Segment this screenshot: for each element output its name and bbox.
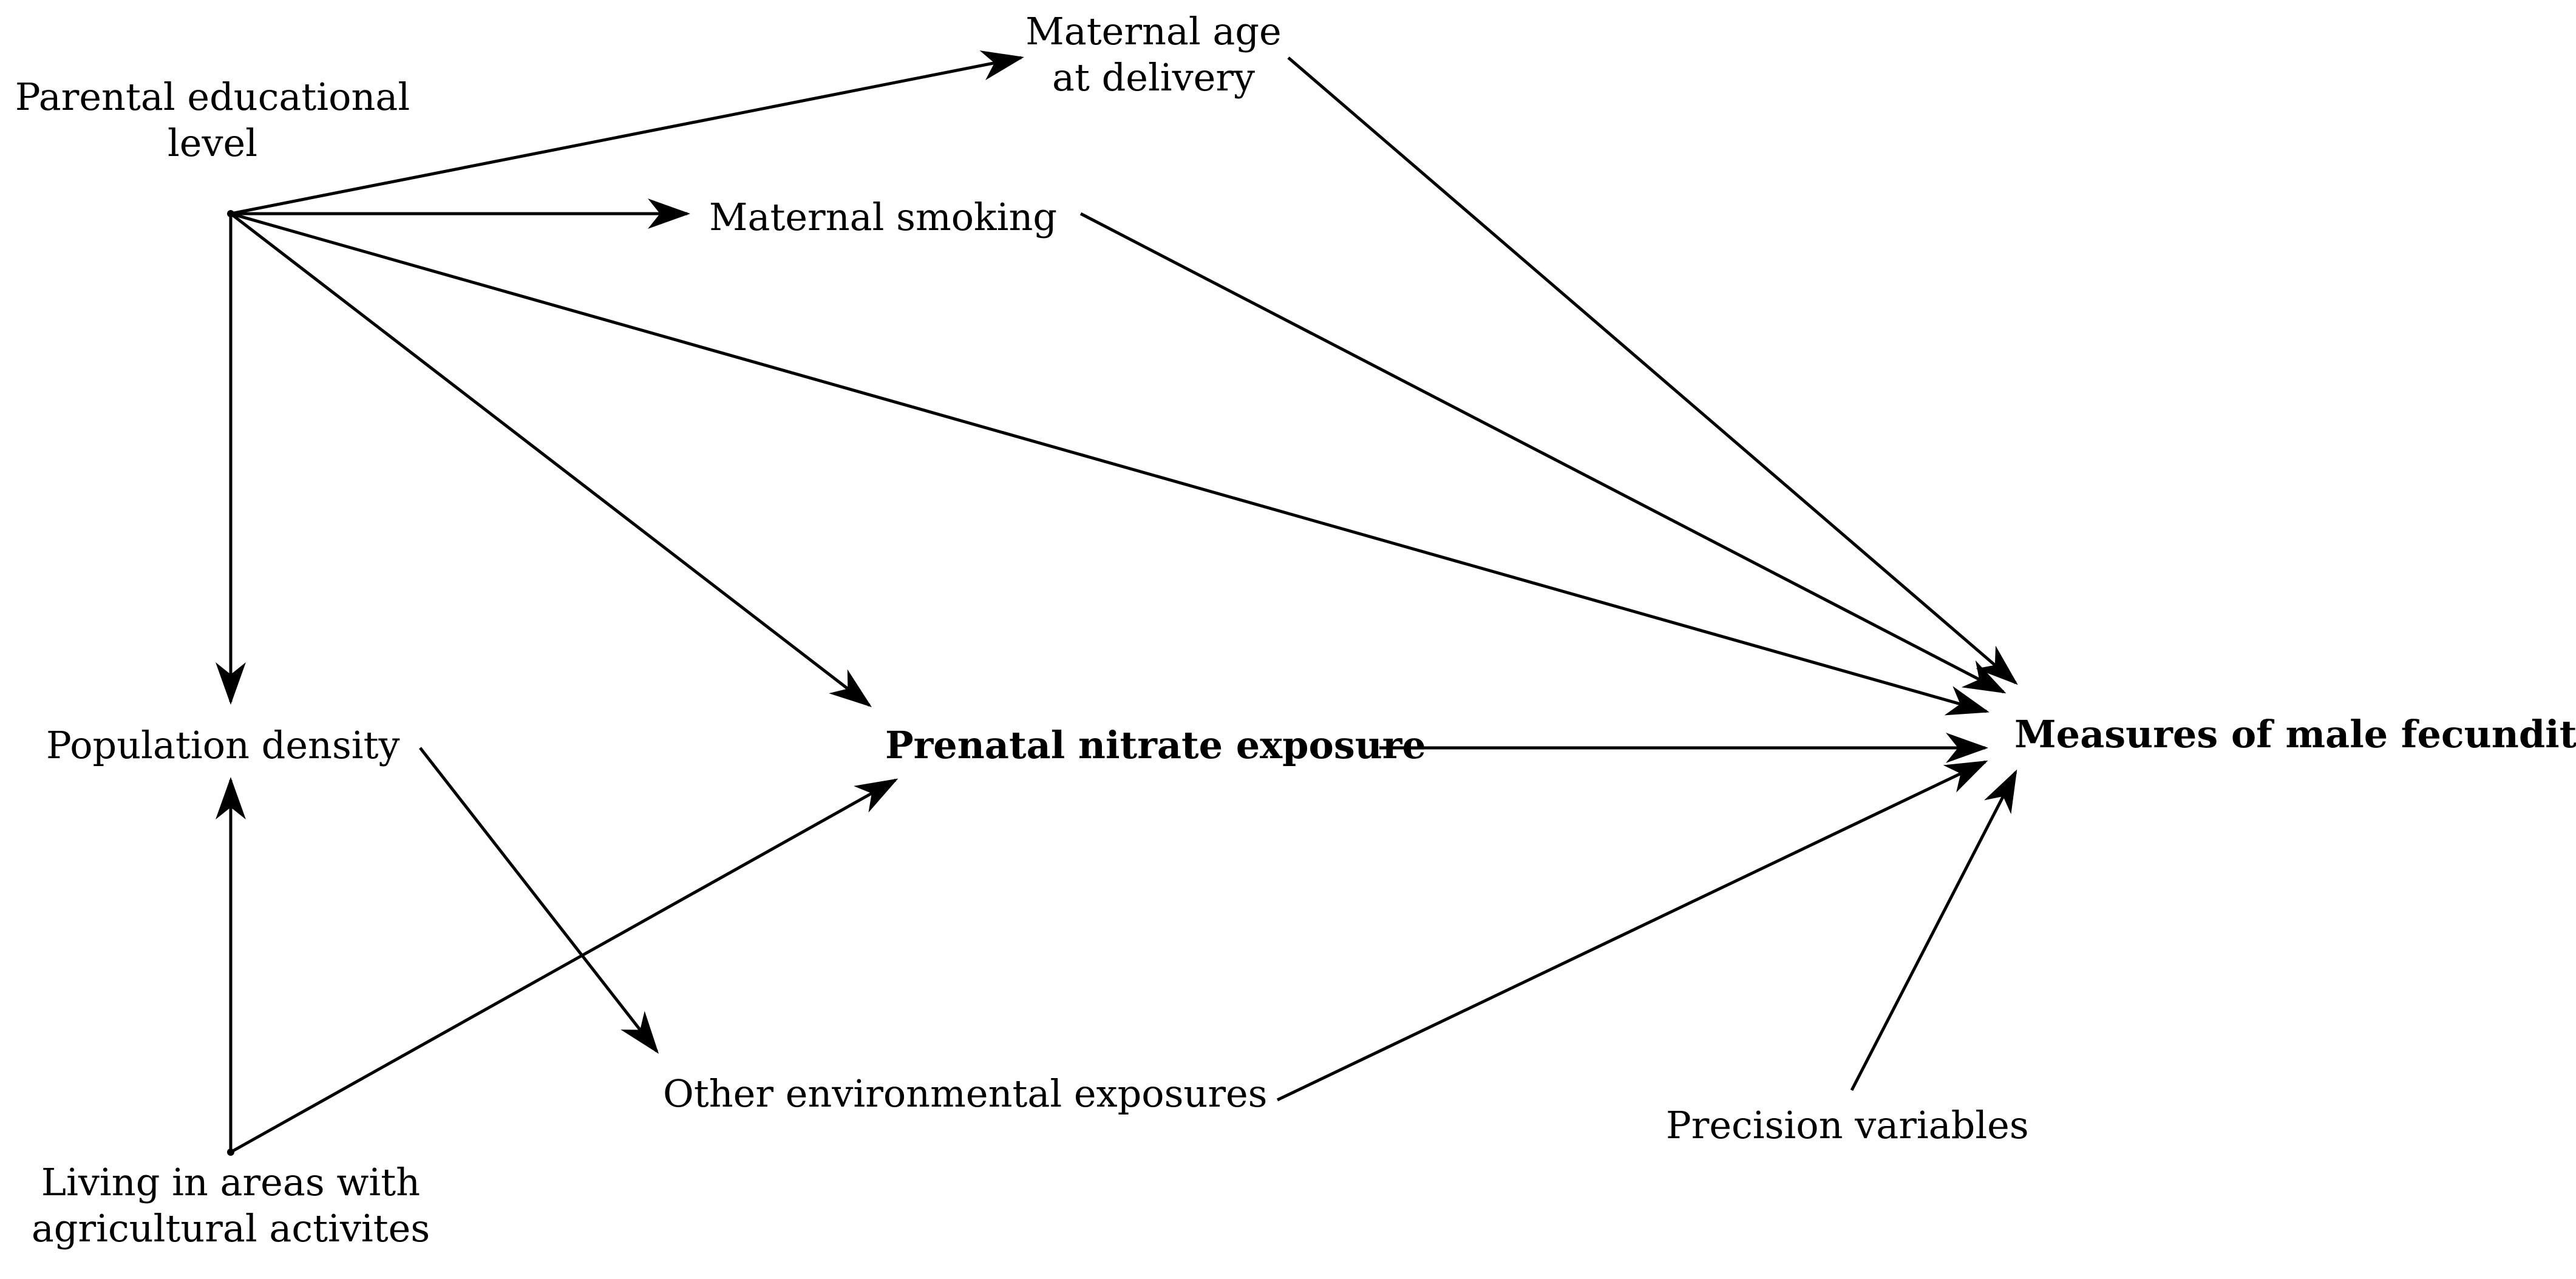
- node-male-fecundity: Measures of male fecundity: [2014, 711, 2576, 758]
- node-text-line: Prenatal nitrate exposure: [885, 723, 1426, 767]
- node-text-line: Measures of male fecundity: [2014, 712, 2576, 756]
- node-maternal-smoking: Maternal smoking: [709, 194, 1057, 240]
- node-text-line: agricultural activites: [31, 1206, 430, 1250]
- node-prenatal-nitrate: Prenatal nitrate exposure: [885, 722, 1426, 768]
- edge-maternal-smoking-to-male-fecundity: [1079, 212, 2007, 694]
- edge-precision-variables-to-male-fecundity: [1850, 769, 2017, 1091]
- node-text-line: level: [167, 121, 258, 165]
- node-parental-education: Parental educational level: [12, 74, 413, 166]
- edge-parental-education-to-male-fecundity: [230, 212, 1990, 716]
- node-precision-variables: Precision variables: [1666, 1102, 2029, 1148]
- edges-group: [216, 50, 2018, 1154]
- edge-parental-education-to-prenatal-nitrate: [229, 212, 872, 708]
- edge-parental-education-to-maternal-age: [230, 50, 1024, 215]
- edge-population-density-to-other-environmental: [419, 747, 659, 1054]
- node-text-line: Living in areas with: [41, 1160, 421, 1204]
- node-text-line: Maternal age: [1025, 9, 1282, 53]
- edge-agricultural-areas-to-prenatal-nitrate: [229, 778, 899, 1154]
- node-text-line: Other environmental exposures: [663, 1071, 1268, 1116]
- node-text-line: Precision variables: [1666, 1103, 2029, 1147]
- node-text-line: Parental educational: [15, 75, 410, 119]
- node-text-line: at delivery: [1052, 55, 1255, 100]
- parental-education-junction: [227, 210, 234, 217]
- edge-maternal-age-to-male-fecundity: [1287, 56, 2018, 685]
- node-other-environmental: Other environmental exposures: [663, 1071, 1267, 1117]
- node-agricultural-areas: Living in areas with agricultural activi…: [24, 1159, 437, 1252]
- node-text-line: Population density: [46, 723, 400, 767]
- agricultural-areas-junction: [227, 1148, 234, 1156]
- node-population-density: Population density: [46, 722, 400, 768]
- node-text-line: Maternal smoking: [709, 195, 1058, 239]
- node-maternal-age: Maternal age at delivery: [1008, 8, 1299, 101]
- edge-other-environmental-to-male-fecundity: [1276, 760, 1988, 1102]
